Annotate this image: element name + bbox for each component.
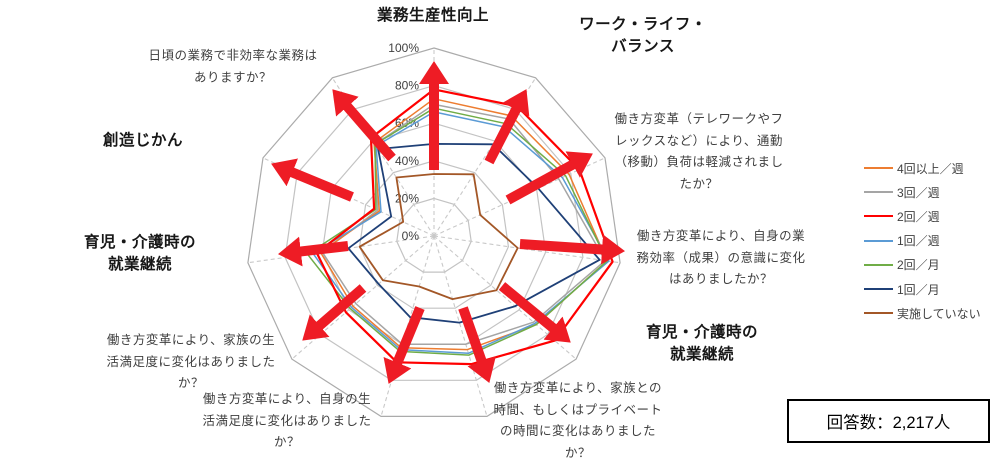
legend-swatch-icon xyxy=(864,263,893,266)
emphasis-arrow-9 xyxy=(271,158,354,202)
series-line-1 xyxy=(321,103,606,345)
axis-label-5: 働き方変革により、家族との 時間、もしくはプライベート の時間に変化はありました… xyxy=(493,381,663,460)
legend-label: 3回／週 xyxy=(897,185,940,200)
series-line-6 xyxy=(358,173,519,301)
respondents-count: 回答数：2,217人 xyxy=(826,414,951,432)
radial-tick-20%: 20% xyxy=(395,191,419,205)
radial-tick-100%: 100% xyxy=(388,41,419,55)
legend-label: 2回／週 xyxy=(897,209,940,224)
legend-item-3: 1回／週 xyxy=(864,229,981,253)
axis-label-8: 育児・介護時の 就業継続 xyxy=(83,234,197,273)
axis-label-4: 育児・介護時の 就業継続 xyxy=(645,324,759,363)
series-line-5 xyxy=(347,142,601,324)
legend-swatch-icon xyxy=(864,215,893,218)
respondents-box: 回答数：2,217人 xyxy=(787,399,990,443)
legend-swatch-icon xyxy=(864,288,893,291)
legend-label: 実施していない xyxy=(897,306,981,321)
emphasis-arrow-10 xyxy=(332,89,396,162)
emphasis-arrow-7 xyxy=(302,284,367,341)
grid-ring-100 xyxy=(247,47,621,417)
axis-label-3: 働き方変革により、自身の業 務効率（成果）の意識に変化 はありましたか？ xyxy=(636,228,806,286)
grid-ring-40 xyxy=(358,160,510,309)
axis-label-9: 創造じかん xyxy=(102,132,184,149)
emphasis-arrow-2 xyxy=(505,151,593,205)
legend-item-1: 3回／週 xyxy=(864,180,981,204)
emphasis-arrow-4 xyxy=(498,282,571,343)
axis-label-6: 働き方変革により、自身の生 活満足度に変化はありました か？ xyxy=(202,391,372,449)
emphasis-arrow-5 xyxy=(458,306,496,383)
axis-label-10: 日頃の業務で非効率な業務は ありますか？ xyxy=(148,48,318,85)
legend-swatch-icon xyxy=(864,167,893,170)
legend-item-2: 2回／週 xyxy=(864,204,981,228)
axis-label-7: 働き方変革により、家族の生 活満足度に変化はありました か？ xyxy=(106,332,276,390)
emphasis-arrow-1 xyxy=(484,89,530,165)
axis-label-2: 働き方変革（テレワークやフ レックスなど）により、通勤 （移動）負荷は軽減されま… xyxy=(614,112,784,191)
legend-swatch-icon xyxy=(864,312,893,315)
axis-spoke-5 xyxy=(433,235,488,417)
chart-legend: 4回以上／週 3回／週 2回／週 1回／週 2回／月 1回／月実施していない xyxy=(864,156,981,325)
legend-label: 1回／月 xyxy=(897,282,940,297)
emphasis-arrow-6 xyxy=(383,306,425,384)
series-line-0 xyxy=(319,98,608,351)
axis-label-0: 業務生産性向上 xyxy=(376,7,490,24)
legend-item-4: 2回／月 xyxy=(864,253,981,277)
emphasis-arrow-8 xyxy=(278,236,349,267)
series-line-3 xyxy=(312,111,610,355)
legend-swatch-icon xyxy=(864,239,893,242)
legend-label: 2回／月 xyxy=(897,258,940,273)
legend-item-6: 実施していない xyxy=(864,301,981,325)
legend-item-0: 4回以上／週 xyxy=(864,156,981,180)
radial-tick-80%: 80% xyxy=(395,79,419,93)
series-line-4 xyxy=(306,107,608,356)
legend-swatch-icon xyxy=(864,191,893,194)
legend-label: 4回以上／週 xyxy=(897,161,964,176)
radial-tick-0%: 0% xyxy=(402,229,420,243)
grid-ring-80 xyxy=(284,84,584,381)
emphasis-arrow-3 xyxy=(519,234,625,265)
legend-label: 1回／週 xyxy=(897,234,940,249)
radial-tick-40%: 40% xyxy=(395,154,419,168)
legend-item-5: 1回／月 xyxy=(864,277,981,301)
axis-label-1: ワーク・ライフ・ バランス xyxy=(579,16,707,55)
